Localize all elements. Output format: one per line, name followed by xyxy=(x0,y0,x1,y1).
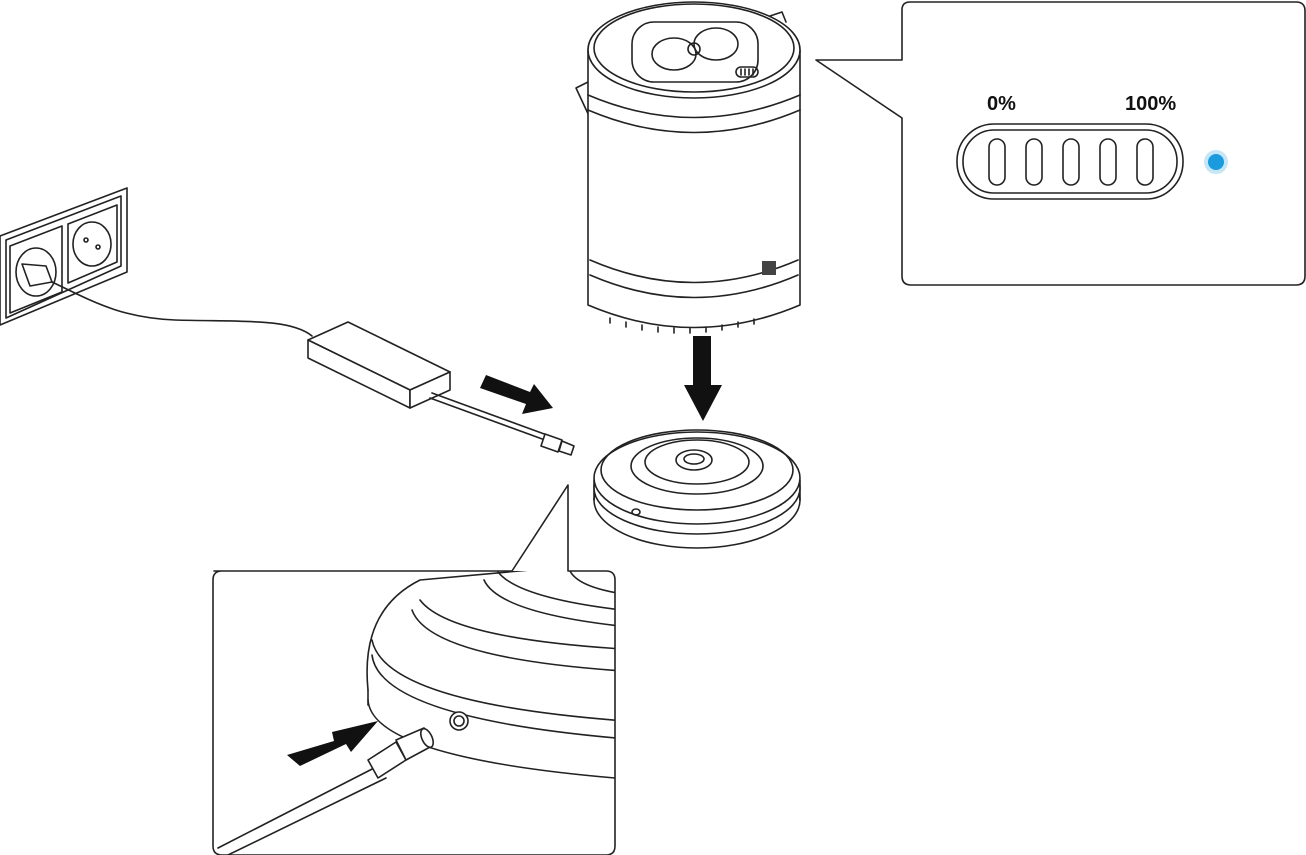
power-adapter-icon xyxy=(307,321,451,409)
charging-base-icon xyxy=(593,429,801,549)
label-min: 0% xyxy=(987,93,1016,115)
dc-cable xyxy=(429,397,546,441)
arrow-insert-icon xyxy=(287,721,378,766)
indicator-led xyxy=(1208,154,1224,170)
battery-segment xyxy=(1136,138,1154,186)
battery-segment xyxy=(1025,138,1043,186)
speaker-icon xyxy=(575,1,801,334)
battery-segment xyxy=(1062,138,1080,186)
battery-segment xyxy=(988,138,1006,186)
power-cable xyxy=(51,281,313,337)
detail-inset xyxy=(212,484,616,855)
arrow-down-icon xyxy=(684,336,722,421)
label-max: 100% xyxy=(1125,93,1176,115)
wall-socket-icon xyxy=(0,187,128,326)
dc-plug-icon xyxy=(540,433,575,456)
battery-gauge-inner xyxy=(962,129,1178,194)
battery-gauge-outer xyxy=(956,123,1184,200)
battery-segment xyxy=(1099,138,1117,186)
arrow-right-icon xyxy=(480,375,553,414)
battery-callout xyxy=(815,1,1306,286)
